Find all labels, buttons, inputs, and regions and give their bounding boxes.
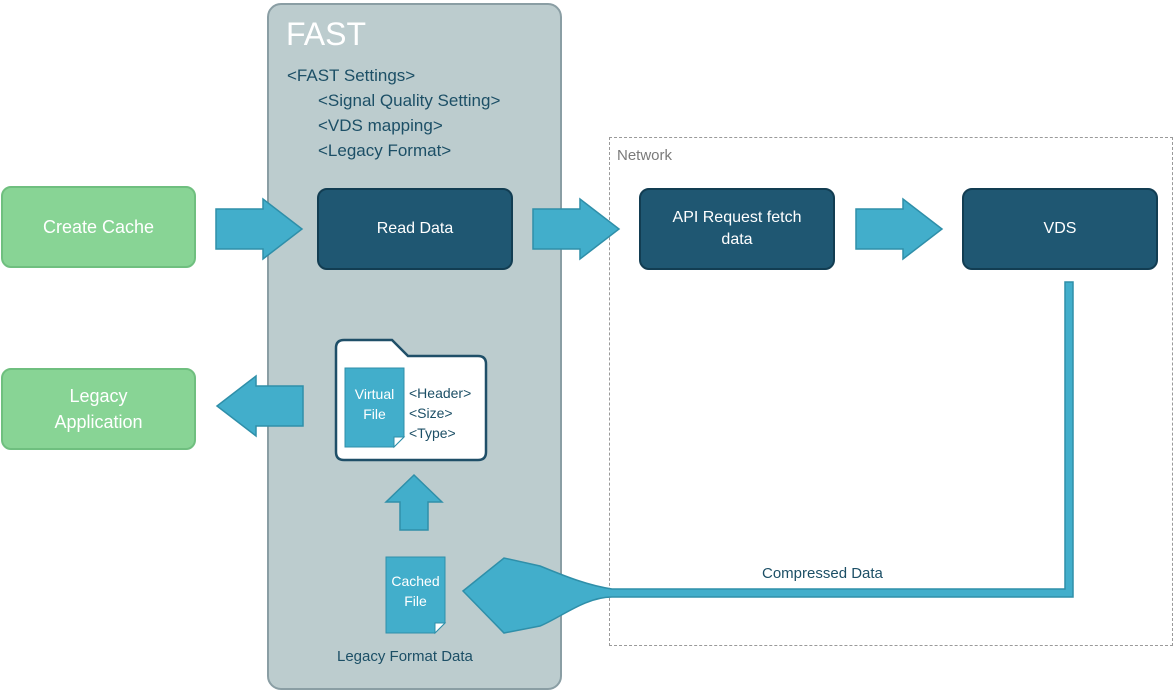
arrow-create-to-read [215, 197, 304, 261]
virtual-file-label-line2: File [363, 406, 386, 422]
node-api-line1: API Request fetch [672, 208, 802, 226]
virtual-file-fields: <Header> <Size> <Type> [409, 383, 471, 443]
node-vds-label: VDS [1043, 219, 1077, 237]
field-type: <Type> [409, 425, 456, 441]
network-boundary [609, 137, 1173, 646]
fast-title: FAST [286, 16, 367, 52]
arrow-read-to-api [532, 197, 621, 261]
arrow-vds-to-cached [461, 281, 1074, 634]
node-vds[interactable]: VDS [962, 188, 1158, 270]
setting-signal-quality: <Signal Quality Setting> [318, 91, 501, 110]
node-api-line2: data [721, 231, 753, 248]
setting-legacy-format: <Legacy Format> [318, 141, 452, 160]
node-read-data[interactable]: Read Data [317, 188, 513, 270]
cached-file-label-line1: Cached [391, 573, 440, 589]
cached-file-label-line2: File [404, 593, 427, 609]
arrow-api-to-vds [855, 197, 944, 261]
arrow-cached-to-virtual [384, 473, 444, 531]
cached-file-caption: Legacy Format Data [337, 648, 473, 665]
virtual-file-label: Virtual File [345, 384, 404, 424]
node-legacy-line1: Legacy [69, 385, 128, 406]
node-create-cache-label: Create Cache [42, 216, 155, 237]
field-size: <Size> [409, 405, 453, 421]
virtual-file-label-line1: Virtual [354, 386, 395, 402]
node-legacy-application[interactable]: Legacy Application [1, 368, 196, 450]
edge-label-compressed: Compressed Data [762, 565, 883, 582]
setting-vds-mapping: <VDS mapping> [318, 116, 443, 135]
cached-file-label: Cached File [386, 571, 445, 611]
setting-fast-settings: <FAST Settings> [287, 66, 416, 85]
node-create-cache[interactable]: Create Cache [1, 186, 196, 268]
node-api-request[interactable]: API Request fetch data [639, 188, 835, 270]
node-read-data-label: Read Data [376, 219, 454, 237]
network-label: Network [617, 147, 673, 164]
node-legacy-line2: Application [54, 412, 143, 432]
field-header: <Header> [409, 385, 472, 401]
arrow-virtual-to-legacy [215, 374, 304, 438]
